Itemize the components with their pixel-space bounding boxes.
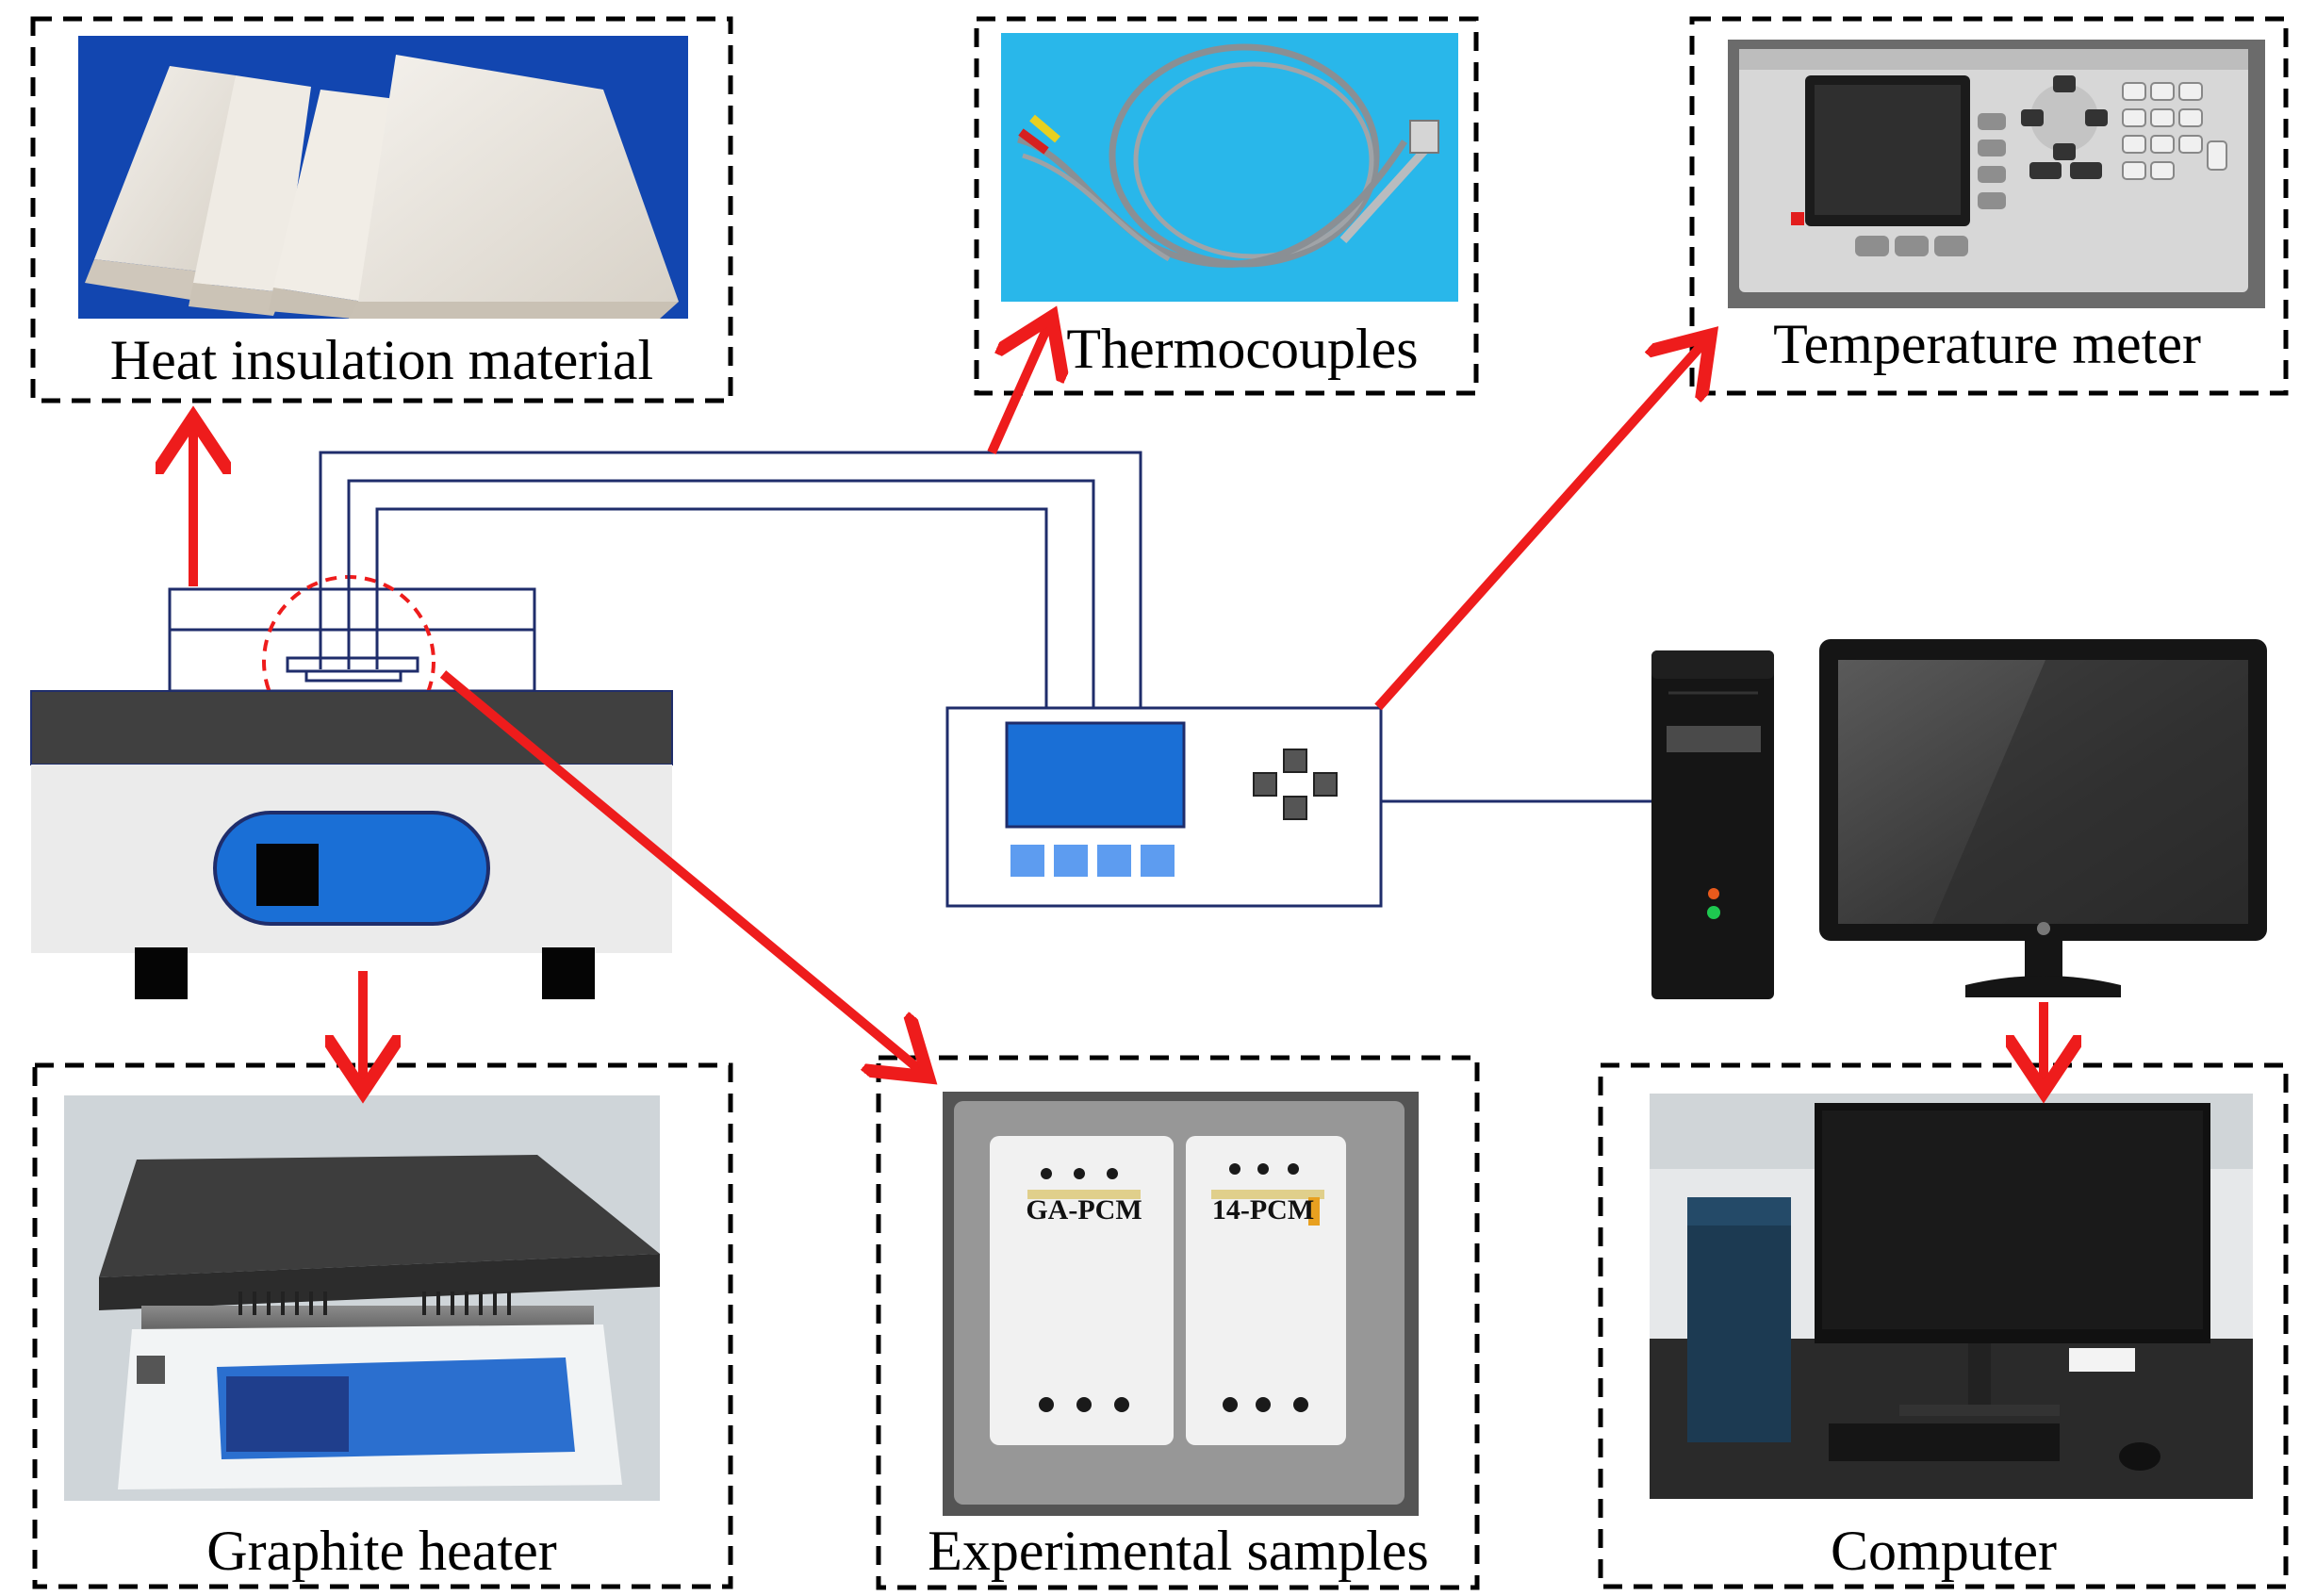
computer-photo [1650,1094,2253,1499]
samples-photo: GA-PCM 14-PCM [943,1092,1419,1516]
computer-tower [1651,650,1774,999]
thermocouple-wire-lines [319,451,1142,708]
sample-label-14-pcm: 14-PCM [1212,1194,1314,1226]
thermocouple-wires [1001,33,1458,302]
arrow-to-samples [439,670,921,1071]
samples-caption: Experimental samples [928,1520,1429,1582]
arrow-to-temp-meter [1374,342,1704,711]
temp-meter-caption: Temperature meter [1773,313,2201,375]
monitor [1819,639,2267,997]
computer-box: Computer [1598,1062,2289,1589]
thermocouples-box: Thermocouples [974,16,1479,396]
computer-caption: Computer [1831,1520,2057,1582]
insulation-caption: Heat insulation material [110,329,653,391]
heater-photo [64,1095,660,1501]
insulation-box: Heat insulation material [30,16,733,403]
temp-meter-photo [1728,40,2265,308]
heater-caption: Graphite heater [206,1520,556,1582]
temp-meter-box: Temperature meter [1689,16,2289,396]
heater-box: Graphite heater [32,1062,733,1589]
samples-box: GA-PCM 14-PCM Experimental samples [876,1055,1480,1590]
arrow-to-thermocouples [987,325,1048,455]
temperature-meter-device [945,706,1383,908]
heater-device [30,575,673,999]
insulation-photo [78,36,688,319]
sample-label-ga-pcm: GA-PCM [1026,1194,1142,1226]
thermocouples-caption: Thermocouples [1066,318,1418,380]
arrows [193,325,2044,1082]
